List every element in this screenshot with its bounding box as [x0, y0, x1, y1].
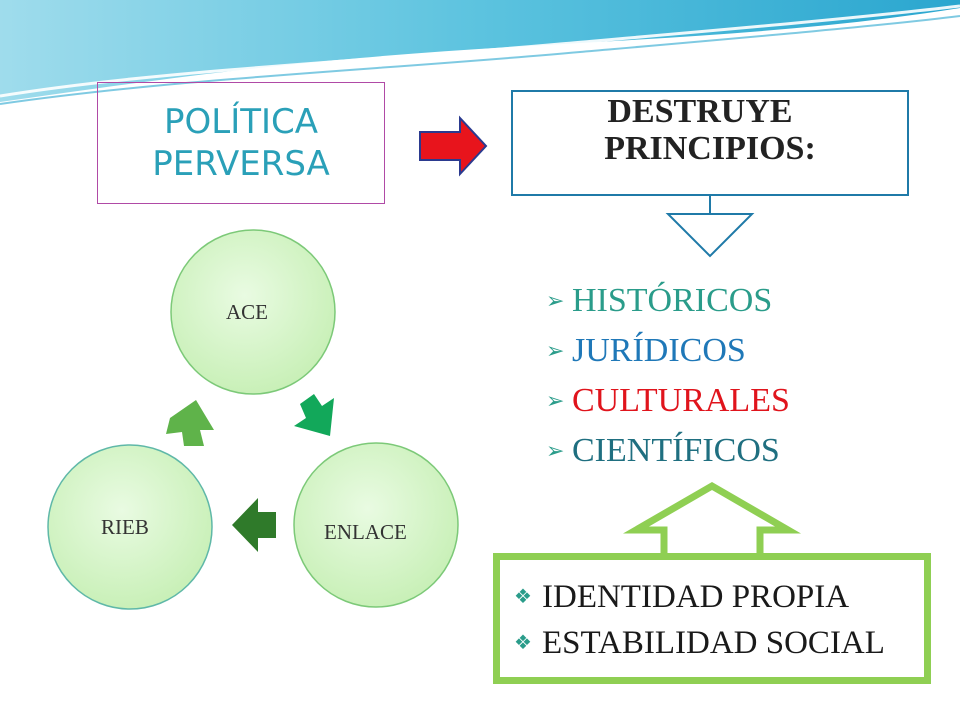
- cycle-arrow-ace-enlace-icon: [294, 394, 334, 436]
- identity-label: IDENTIDAD PROPIA: [542, 579, 850, 615]
- principle-label: CULTURALES: [572, 382, 790, 419]
- identity-box: ❖ IDENTIDAD PROPIA ❖ ESTABILIDAD SOCIAL: [493, 553, 931, 684]
- diamond-bullet-icon: ❖: [514, 586, 532, 608]
- destruye-principios-box: DESTRUYE PRINCIPIOS:: [511, 90, 909, 196]
- principle-label: CIENTÍFICOS: [572, 432, 780, 469]
- diamond-bullet-icon: ❖: [514, 632, 532, 654]
- identity-label: ESTABILIDAD SOCIAL: [542, 625, 885, 661]
- arrowhead-bullet-icon: ➢: [546, 438, 565, 463]
- politica-line1: POLÍTICA: [163, 101, 319, 142]
- principle-label: JURÍDICOS: [572, 332, 746, 369]
- principle-item: ➢ JURÍDICOS: [546, 326, 790, 376]
- cycle-label-rieb: RIEB: [101, 515, 149, 539]
- principle-item: ➢ CIENTÍFICOS: [546, 426, 790, 476]
- header-wave-decoration: [0, 0, 960, 105]
- cycle-label-ace: ACE: [226, 300, 268, 324]
- cycle-arrow-enlace-rieb-icon: [232, 498, 276, 552]
- principios-line1: DESTRUYE: [607, 93, 793, 130]
- politica-line2: PERVERSA: [152, 144, 330, 184]
- identity-item: ❖ ESTABILIDAD SOCIAL: [514, 620, 924, 666]
- arrowhead-bullet-icon: ➢: [546, 388, 565, 413]
- cycle-arrow-rieb-ace-icon: [166, 400, 214, 446]
- principle-item: ➢ HISTÓRICOS: [546, 276, 790, 326]
- principle-item: ➢ CULTURALES: [546, 376, 790, 426]
- principles-list: ➢ HISTÓRICOS ➢ JURÍDICOS ➢ CULTURALES ➢ …: [546, 276, 790, 476]
- cycle-label-enlace: ENLACE: [324, 520, 407, 544]
- identity-item: ❖ IDENTIDAD PROPIA: [514, 574, 924, 620]
- arrowhead-bullet-icon: ➢: [546, 288, 565, 313]
- principios-line2: PRINCIPIOS:: [604, 129, 816, 167]
- principle-label: HISTÓRICOS: [572, 282, 773, 319]
- arrowhead-bullet-icon: ➢: [546, 338, 565, 363]
- politica-perversa-box: POLÍTICA PERVERSA: [97, 82, 385, 204]
